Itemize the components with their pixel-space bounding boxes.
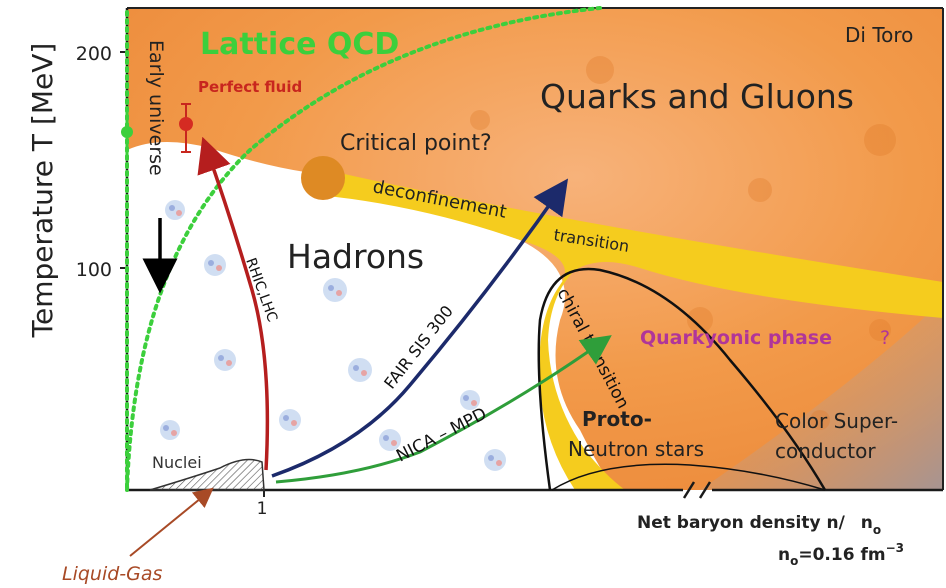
nuclei-label: Nuclei	[152, 453, 202, 472]
axis-break-mark	[698, 481, 712, 499]
x-axis-label-unit: n	[861, 513, 873, 533]
lattice-qcd-label: Lattice QCD	[200, 27, 399, 62]
y-tick-label-100: 100	[76, 259, 112, 281]
hadron-region	[127, 141, 615, 490]
color-super-label: Color Super-	[775, 409, 898, 433]
liquid-gas-label: Liquid-Gas	[62, 563, 163, 585]
density-note: no=0.16 fm−3	[778, 541, 904, 568]
y-axis-label: Temperature T [MeV]	[26, 43, 59, 339]
early-universe-label: Early universe	[145, 40, 167, 176]
chiral-transition-curve	[537, 267, 827, 491]
transition-band	[318, 168, 943, 490]
quarkyonic-question: ?	[880, 327, 890, 349]
rhic-lhc-arrow	[197, 136, 270, 471]
lattice-qcd-curve	[125, 6, 602, 492]
hadrons-label: Hadrons	[287, 237, 424, 276]
color-superconductor-region	[700, 300, 943, 490]
axis-break-mark	[682, 481, 696, 499]
quarks-gluons-label: Quarks and Gluons	[540, 77, 854, 116]
perfect-fluid-label: Perfect fluid	[198, 78, 302, 96]
perfect-fluid-marker	[179, 117, 193, 131]
neutron-star-bottom-curve	[551, 463, 826, 491]
density-note-value: =0.16 fm	[798, 545, 885, 565]
nica-mpd-arrow	[275, 335, 612, 484]
x-axis-label: Net baryon density n/no	[637, 513, 881, 537]
density-note-exp: −3	[886, 541, 904, 555]
quarkyonic-label: Quarkyonic phase	[640, 327, 832, 349]
di-toro-label: Di Toro	[845, 23, 913, 47]
y-tick-label-200: 200	[76, 43, 112, 65]
liquid-gas-arrow	[129, 487, 214, 557]
nuclei-region	[149, 458, 265, 491]
critical-point-marker	[301, 156, 345, 200]
critical-point-label: Critical point?	[340, 131, 492, 156]
conductor-label: conductor	[775, 439, 876, 463]
proto-label: Proto-	[582, 407, 652, 431]
density-note-n: n	[778, 545, 790, 565]
x-tick-label-1: 1	[257, 499, 268, 519]
fair-sis-arrow	[271, 178, 569, 478]
neutron-stars-label: Neutron stars	[568, 437, 704, 461]
hadron-particles	[160, 200, 506, 471]
x-axis-label-unit-sub: o	[873, 523, 881, 537]
x-axis-label-main: Net baryon density n/	[637, 513, 846, 533]
density-note-sub: o	[790, 554, 798, 568]
